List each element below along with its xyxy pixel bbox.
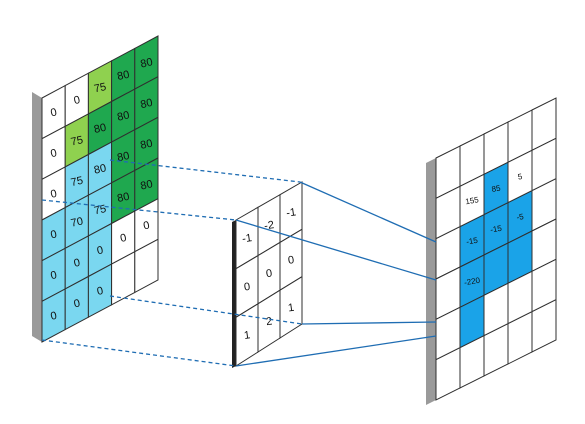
projection-line xyxy=(41,199,237,221)
input_matrix-value-r1-c4: 80 xyxy=(139,97,153,111)
projection-line xyxy=(235,219,437,281)
input_matrix-cell-r5-c4 xyxy=(134,238,159,294)
projection-line xyxy=(299,181,437,243)
kernel-value-r0-c0: -1 xyxy=(241,232,252,245)
kernel-value-r0-c1: -2 xyxy=(263,219,274,232)
output_matrix-value-r1-c1: 155 xyxy=(465,195,480,206)
input_matrix-value-r0-c2: 75 xyxy=(93,81,107,95)
projection-line xyxy=(109,159,301,183)
projection-line xyxy=(41,339,237,367)
kernel-value-r1-c0: 0 xyxy=(243,281,251,294)
input-matrix-side xyxy=(32,92,42,342)
input_matrix-value-r4-c1: 0 xyxy=(73,257,81,270)
kernel-matrix: -1 -2 -1 0 0 0 1 2 1 xyxy=(232,181,303,368)
output_matrix-value-r1-c3: 5 xyxy=(517,172,523,182)
kernel-value-r1-c2: 0 xyxy=(287,254,295,267)
input_matrix-value-r1-c3: 80 xyxy=(116,109,130,123)
input_matrix-value-r1-c1: 75 xyxy=(70,134,84,148)
output_matrix-value-r1-c2: 85 xyxy=(491,183,502,194)
input_matrix-value-r3-c3: 80 xyxy=(116,191,130,205)
input_matrix-value-r5-c2: 0 xyxy=(96,285,104,298)
input_matrix-value-r4-c4: 0 xyxy=(142,219,150,232)
input_matrix-value-r4-c0: 0 xyxy=(50,269,58,282)
projection-line xyxy=(109,295,303,325)
kernel-value-r2-c0: 1 xyxy=(243,329,251,342)
input_matrix-value-r0-c4: 80 xyxy=(139,56,153,70)
projection-lines xyxy=(41,159,437,367)
output_matrix-value-r2-c2: -15 xyxy=(490,224,503,235)
input_matrix-value-r2-c0: 0 xyxy=(50,188,58,201)
input_matrix-value-r5-c1: 0 xyxy=(73,297,81,310)
input_matrix-value-r2-c3: 80 xyxy=(116,150,130,164)
input_matrix-value-r2-c1: 75 xyxy=(70,175,84,189)
input_matrix-value-r3-c0: 0 xyxy=(50,228,58,241)
input-matrix: 0 0 75 80 80 0 75 80 80 80 0 75 80 80 80 0 70 75 80 80 0 0 0 0 0… xyxy=(32,35,159,343)
input_matrix-value-r0-c0: 0 xyxy=(50,106,58,119)
kernel-value-r0-c2: -1 xyxy=(285,206,296,219)
projection-line xyxy=(235,335,437,367)
input_matrix-value-r1-c2: 80 xyxy=(93,122,107,136)
input_matrix-value-r3-c2: 75 xyxy=(93,203,107,217)
input_matrix-value-r2-c4: 80 xyxy=(139,138,153,152)
kernel-value-r1-c1: 0 xyxy=(265,268,273,281)
input_matrix-value-r5-c0: 0 xyxy=(50,310,58,323)
output_matrix-value-r3-c1: -220 xyxy=(463,276,481,288)
kernel-value-r2-c2: 1 xyxy=(287,302,295,315)
input_matrix-value-r1-c0: 0 xyxy=(50,147,58,160)
input_matrix-value-r3-c4: 80 xyxy=(139,178,153,192)
output-matrix-side xyxy=(426,158,436,405)
input_matrix-value-r0-c3: 80 xyxy=(116,69,130,83)
input_matrix-value-r4-c2: 0 xyxy=(96,244,104,257)
output_matrix-cell-r5-c4 xyxy=(531,298,557,353)
kernel-value-r2-c1: 2 xyxy=(265,316,273,329)
output_matrix-value-r2-c3: -5 xyxy=(516,212,525,222)
projection-line xyxy=(301,321,437,325)
input_matrix-value-r4-c3: 0 xyxy=(119,232,127,245)
output_matrix-value-r2-c1: -15 xyxy=(466,236,479,247)
input_matrix-value-r0-c1: 0 xyxy=(73,94,81,107)
input_matrix-value-r2-c2: 80 xyxy=(93,162,107,176)
input_matrix-value-r3-c1: 70 xyxy=(70,215,84,229)
output-matrix: 155 85 5 -15 -15 -5 -220 xyxy=(426,97,557,405)
kernel-side xyxy=(232,220,236,368)
